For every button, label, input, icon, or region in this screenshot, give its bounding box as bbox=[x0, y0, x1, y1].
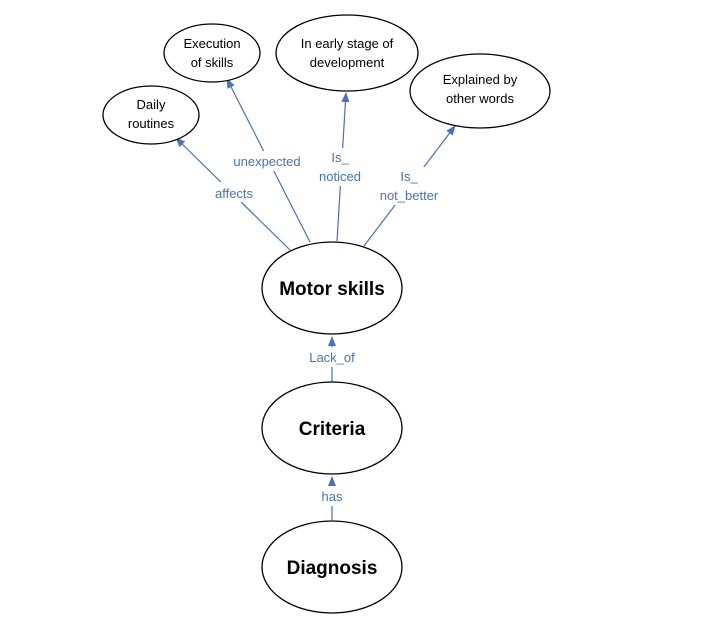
node-explained-by-label-line2: other words bbox=[446, 91, 514, 106]
node-execution-of-skills-shape bbox=[163, 23, 261, 83]
node-early-stage: In early stage of development bbox=[275, 14, 419, 92]
edge-is-noticed-label-line1: Is_ bbox=[331, 150, 349, 165]
edge-affects-label-bg bbox=[208, 182, 260, 202]
edge-lack-of-label-bg bbox=[302, 347, 362, 367]
node-explained-by-label-line1: Explained by bbox=[443, 72, 518, 87]
edge-affects-label: affects bbox=[215, 186, 254, 201]
node-execution-of-skills-label-line1: Execution bbox=[183, 36, 240, 51]
node-daily-routines-label-line1: Daily bbox=[137, 97, 166, 112]
node-early-stage-label-line1: In early stage of bbox=[301, 36, 394, 51]
node-daily-routines-shape bbox=[102, 85, 200, 145]
node-diagnosis-shape bbox=[261, 520, 403, 614]
edge-has-label-bg bbox=[314, 486, 350, 506]
edge-is-noticed-label-line2: noticed bbox=[319, 169, 361, 184]
node-daily-routines-label-line2: routines bbox=[128, 116, 175, 131]
edge-is-not-better-label-bg bbox=[370, 167, 448, 205]
node-criteria-shape bbox=[261, 381, 403, 475]
node-diagnosis: Diagnosis bbox=[261, 520, 403, 614]
node-execution-of-skills-label-line2: of skills bbox=[191, 55, 234, 70]
edge-has-label: has bbox=[322, 489, 343, 504]
node-daily-routines: Daily routines bbox=[102, 85, 200, 145]
node-motor-skills: Motor skills bbox=[261, 241, 403, 335]
node-motor-skills-shape bbox=[261, 241, 403, 335]
node-explained-by-shape bbox=[409, 53, 551, 129]
node-motor-skills-label: Motor skills bbox=[279, 279, 385, 300]
edge-unexpected-label: unexpected bbox=[233, 154, 300, 169]
node-criteria: Criteria bbox=[261, 381, 403, 475]
edge-unexpected-label-bg bbox=[226, 151, 308, 171]
edge-is-noticed-label-bg bbox=[312, 148, 368, 186]
node-execution-of-skills: Execution of skills bbox=[163, 23, 261, 83]
node-criteria-label: Criteria bbox=[299, 419, 366, 440]
node-diagnosis-label: Diagnosis bbox=[287, 558, 378, 579]
node-early-stage-label-line2: development bbox=[310, 55, 385, 70]
node-explained-by: Explained by other words bbox=[409, 53, 551, 129]
edge-is-not-better-label-line2: not_better bbox=[380, 188, 439, 203]
edge-lack-of-label: Lack_of bbox=[309, 350, 355, 365]
edge-is-not-better-label-line1: Is_ bbox=[400, 169, 418, 184]
node-early-stage-shape bbox=[275, 14, 419, 92]
